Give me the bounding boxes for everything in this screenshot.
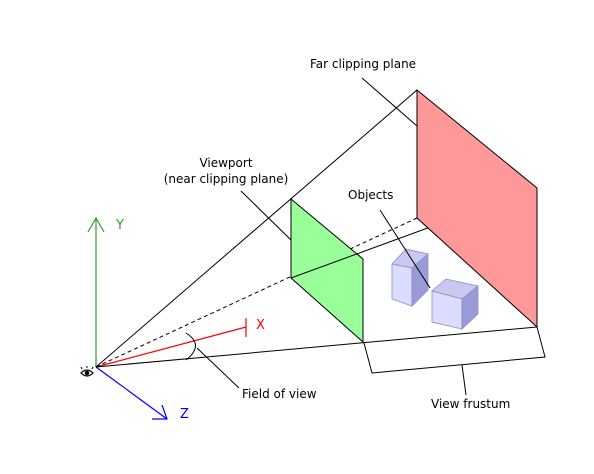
view-frustum-label: View frustum (431, 397, 510, 411)
field-of-view-label: Field of view (242, 387, 317, 401)
near-clipping-plane (290, 197, 364, 344)
field-of-view-arc (185, 332, 196, 361)
x-axis (95, 318, 247, 368)
viewport-label-line1: Viewport (199, 156, 252, 170)
viewport-label-line2: (near clipping plane) (164, 172, 289, 186)
view-frustum-bracket (363, 326, 546, 374)
x-axis-label: X (256, 318, 265, 333)
far-plane-label: Far clipping plane (310, 57, 416, 71)
y-axis (87, 216, 105, 367)
cube-object (391, 248, 429, 307)
z-axis (95, 366, 168, 420)
y-axis-label: Y (115, 218, 124, 233)
objects-label: Objects (348, 188, 393, 202)
leader-lines (196, 77, 467, 396)
frustum-edges (95, 89, 538, 368)
cube-object (431, 278, 479, 330)
z-axis-label: Z (180, 407, 189, 422)
eye-icon (80, 366, 94, 377)
